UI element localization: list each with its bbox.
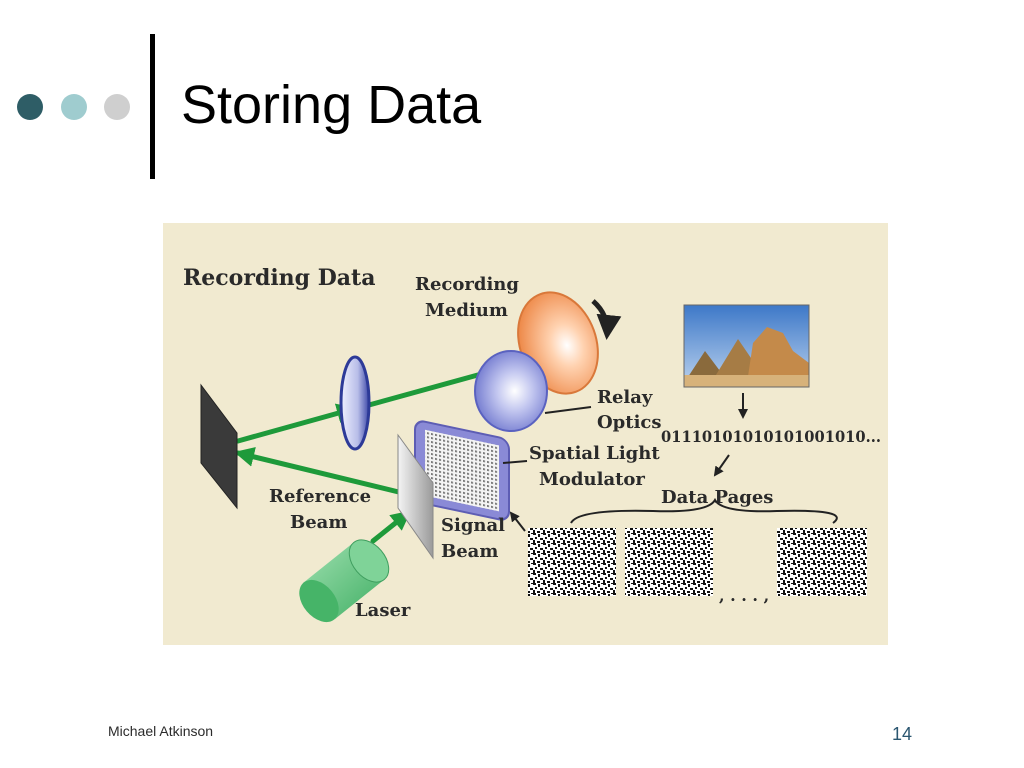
mirror-to-lens-beam (235, 403, 357, 444)
bullet-dot-dark (17, 94, 43, 120)
data-page-1 (528, 528, 616, 596)
data-pages-label: Data Pages (661, 487, 773, 508)
laser-label: Laser (355, 600, 411, 621)
lens-to-medium-beam (366, 370, 488, 408)
recording-medium-label-1: Recording (415, 274, 519, 295)
signal-beam-label-1: Signal (441, 515, 505, 536)
recording-medium-label-2: Medium (425, 300, 508, 321)
slide-number: 14 (891, 724, 912, 744)
binary-to-pages-arrow (713, 454, 730, 477)
relay-optics-label-2: Optics (597, 412, 662, 433)
laser-to-splitter-beam (370, 510, 412, 544)
holographic-recording-diagram: Recording Data Recording Medium Relay Op… (163, 223, 888, 645)
mirror (200, 383, 238, 510)
reference-beam-line (234, 447, 414, 498)
data-pages-ellipsis: , . . . , (719, 586, 769, 605)
bullet-dot-teal (61, 94, 87, 120)
data-page-2 (625, 528, 713, 596)
laser (299, 539, 390, 623)
signal-beam-label-2: Beam (441, 541, 498, 562)
relay-optics-lens (474, 350, 548, 432)
slm-label-1: Spatial Light (529, 443, 660, 464)
lens (339, 355, 371, 451)
sphinx-image (683, 304, 810, 388)
spatial-light-modulator (414, 420, 510, 521)
footer-author: Michael Atkinson (108, 723, 214, 739)
diagram-heading: Recording Data (183, 265, 375, 291)
relay-optics-label-1: Relay (597, 387, 653, 408)
bullet-dot-gray (104, 94, 130, 120)
title-divider (150, 34, 155, 179)
rotation-arrow (591, 299, 622, 340)
data-page-3 (777, 528, 867, 596)
data-pages-brace (570, 497, 838, 524)
beam-splitter (397, 433, 434, 560)
relay-pointer (544, 406, 592, 414)
reference-beam-label-2: Beam (290, 512, 347, 533)
slm-label-2: Modulator (539, 469, 645, 490)
figure-background (163, 223, 888, 645)
binary-string-label: 01110101010101001010... (661, 427, 881, 446)
slide-title: Storing Data (181, 75, 482, 135)
page-to-slm-arrow (509, 511, 526, 532)
reference-beam-label-1: Reference (269, 486, 371, 507)
slm-pointer (502, 460, 528, 464)
